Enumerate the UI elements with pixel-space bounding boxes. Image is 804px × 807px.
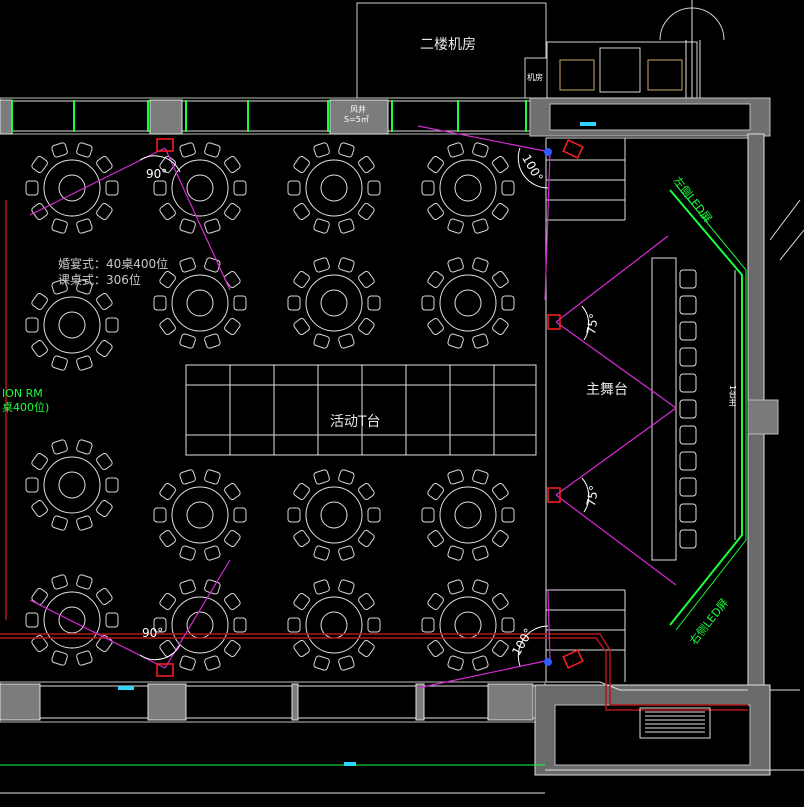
right-fixture-label: 1台主 — [728, 385, 737, 407]
projector-icon — [156, 138, 584, 677]
machine-room-label: 二楼机房 — [420, 37, 476, 53]
round-table-icon — [287, 469, 381, 561]
equipment-rack — [639, 707, 711, 739]
stage — [545, 137, 748, 691]
camera-icon — [544, 148, 552, 666]
stage-seats — [679, 269, 697, 549]
angle-bottom-left: 90° — [142, 626, 164, 640]
round-table-icon — [153, 257, 247, 349]
speaker-icon — [118, 122, 596, 766]
wind-shaft-label: 风井 — [350, 105, 366, 114]
angle-stage-lower: 75° — [583, 484, 602, 508]
round-table-icon — [287, 142, 381, 234]
led-arrays — [669, 184, 747, 631]
left-side-label-1: ION RM — [2, 387, 43, 400]
catwalk-label: 活动T台 — [330, 414, 381, 430]
angle-stage-upper: 75° — [583, 312, 602, 336]
machine-small-label: 机房 — [527, 73, 543, 82]
round-table-icon — [25, 439, 119, 531]
stage-seat — [679, 503, 697, 523]
round-tables — [25, 142, 515, 671]
round-table-icon — [421, 142, 515, 234]
round-table-icon — [25, 574, 119, 666]
stage-seat — [679, 529, 697, 549]
stage-seat — [679, 347, 697, 367]
catwalk-grid — [185, 364, 537, 456]
stage-seat — [679, 425, 697, 445]
round-table-icon — [153, 469, 247, 561]
round-table-icon — [25, 142, 119, 234]
classroom-capacity: 课桌式：306位 — [58, 273, 141, 287]
round-table-icon — [287, 257, 381, 349]
left-side-label-2: 桌400位) — [2, 401, 50, 414]
round-table-icon — [153, 142, 247, 234]
stage-seat — [679, 451, 697, 471]
round-table-icon — [421, 257, 515, 349]
stage-seat — [679, 321, 697, 341]
projection-beams — [29, 125, 677, 689]
wind-shaft-area: S=5㎡ — [344, 115, 369, 124]
main-stage-label: 主舞台 — [586, 382, 628, 398]
round-table-icon — [287, 579, 381, 671]
stage-seat — [679, 373, 697, 393]
angle-top-left: 90° — [146, 167, 168, 181]
round-table-icon — [153, 579, 247, 671]
round-table-icon — [25, 279, 119, 371]
stage-seat — [679, 269, 697, 289]
door-marks — [11, 100, 527, 132]
round-table-icon — [421, 469, 515, 561]
stage-seat — [679, 399, 697, 419]
angle-arcs — [139, 147, 590, 667]
banquet-capacity: 婚宴式：40桌400位 — [58, 257, 169, 271]
round-table-icon — [421, 579, 515, 671]
stage-seat — [679, 477, 697, 497]
stage-seat — [679, 295, 697, 315]
